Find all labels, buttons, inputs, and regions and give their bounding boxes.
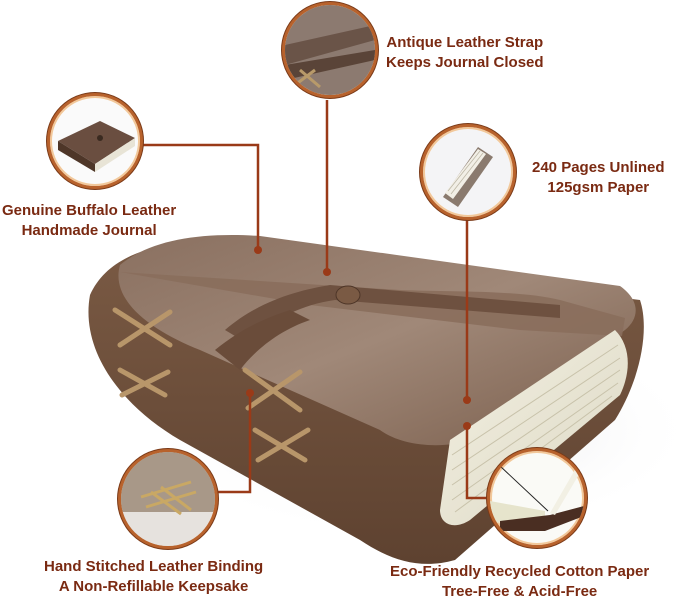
- journal-thumbnail-icon: [47, 93, 143, 189]
- binding-marker-dot: [246, 389, 254, 397]
- open-pages-icon: [487, 448, 587, 548]
- leather-marker-dot: [254, 246, 262, 254]
- paper-marker-dot: [463, 422, 471, 430]
- pages-marker-dot: [463, 396, 471, 404]
- callout-strap-label: Antique Leather Strap Keeps Journal Clos…: [386, 34, 544, 71]
- page-edge-icon: [420, 124, 516, 220]
- strap-marker-dot: [323, 268, 331, 276]
- callout-paper-label: Eco-Friendly Recycled Cotton Paper Tree-…: [390, 563, 650, 600]
- callout-binding-label: Hand Stitched Leather Binding A Non-Refi…: [44, 558, 264, 595]
- callout-leather-label: Genuine Buffalo Leather Handmade Journal: [2, 202, 177, 239]
- stitching-closeup-icon: [118, 449, 218, 549]
- strap-closeup-icon: [282, 2, 378, 98]
- callout-pages-label: 240 Pages Unlined 125gsm Paper: [532, 159, 665, 196]
